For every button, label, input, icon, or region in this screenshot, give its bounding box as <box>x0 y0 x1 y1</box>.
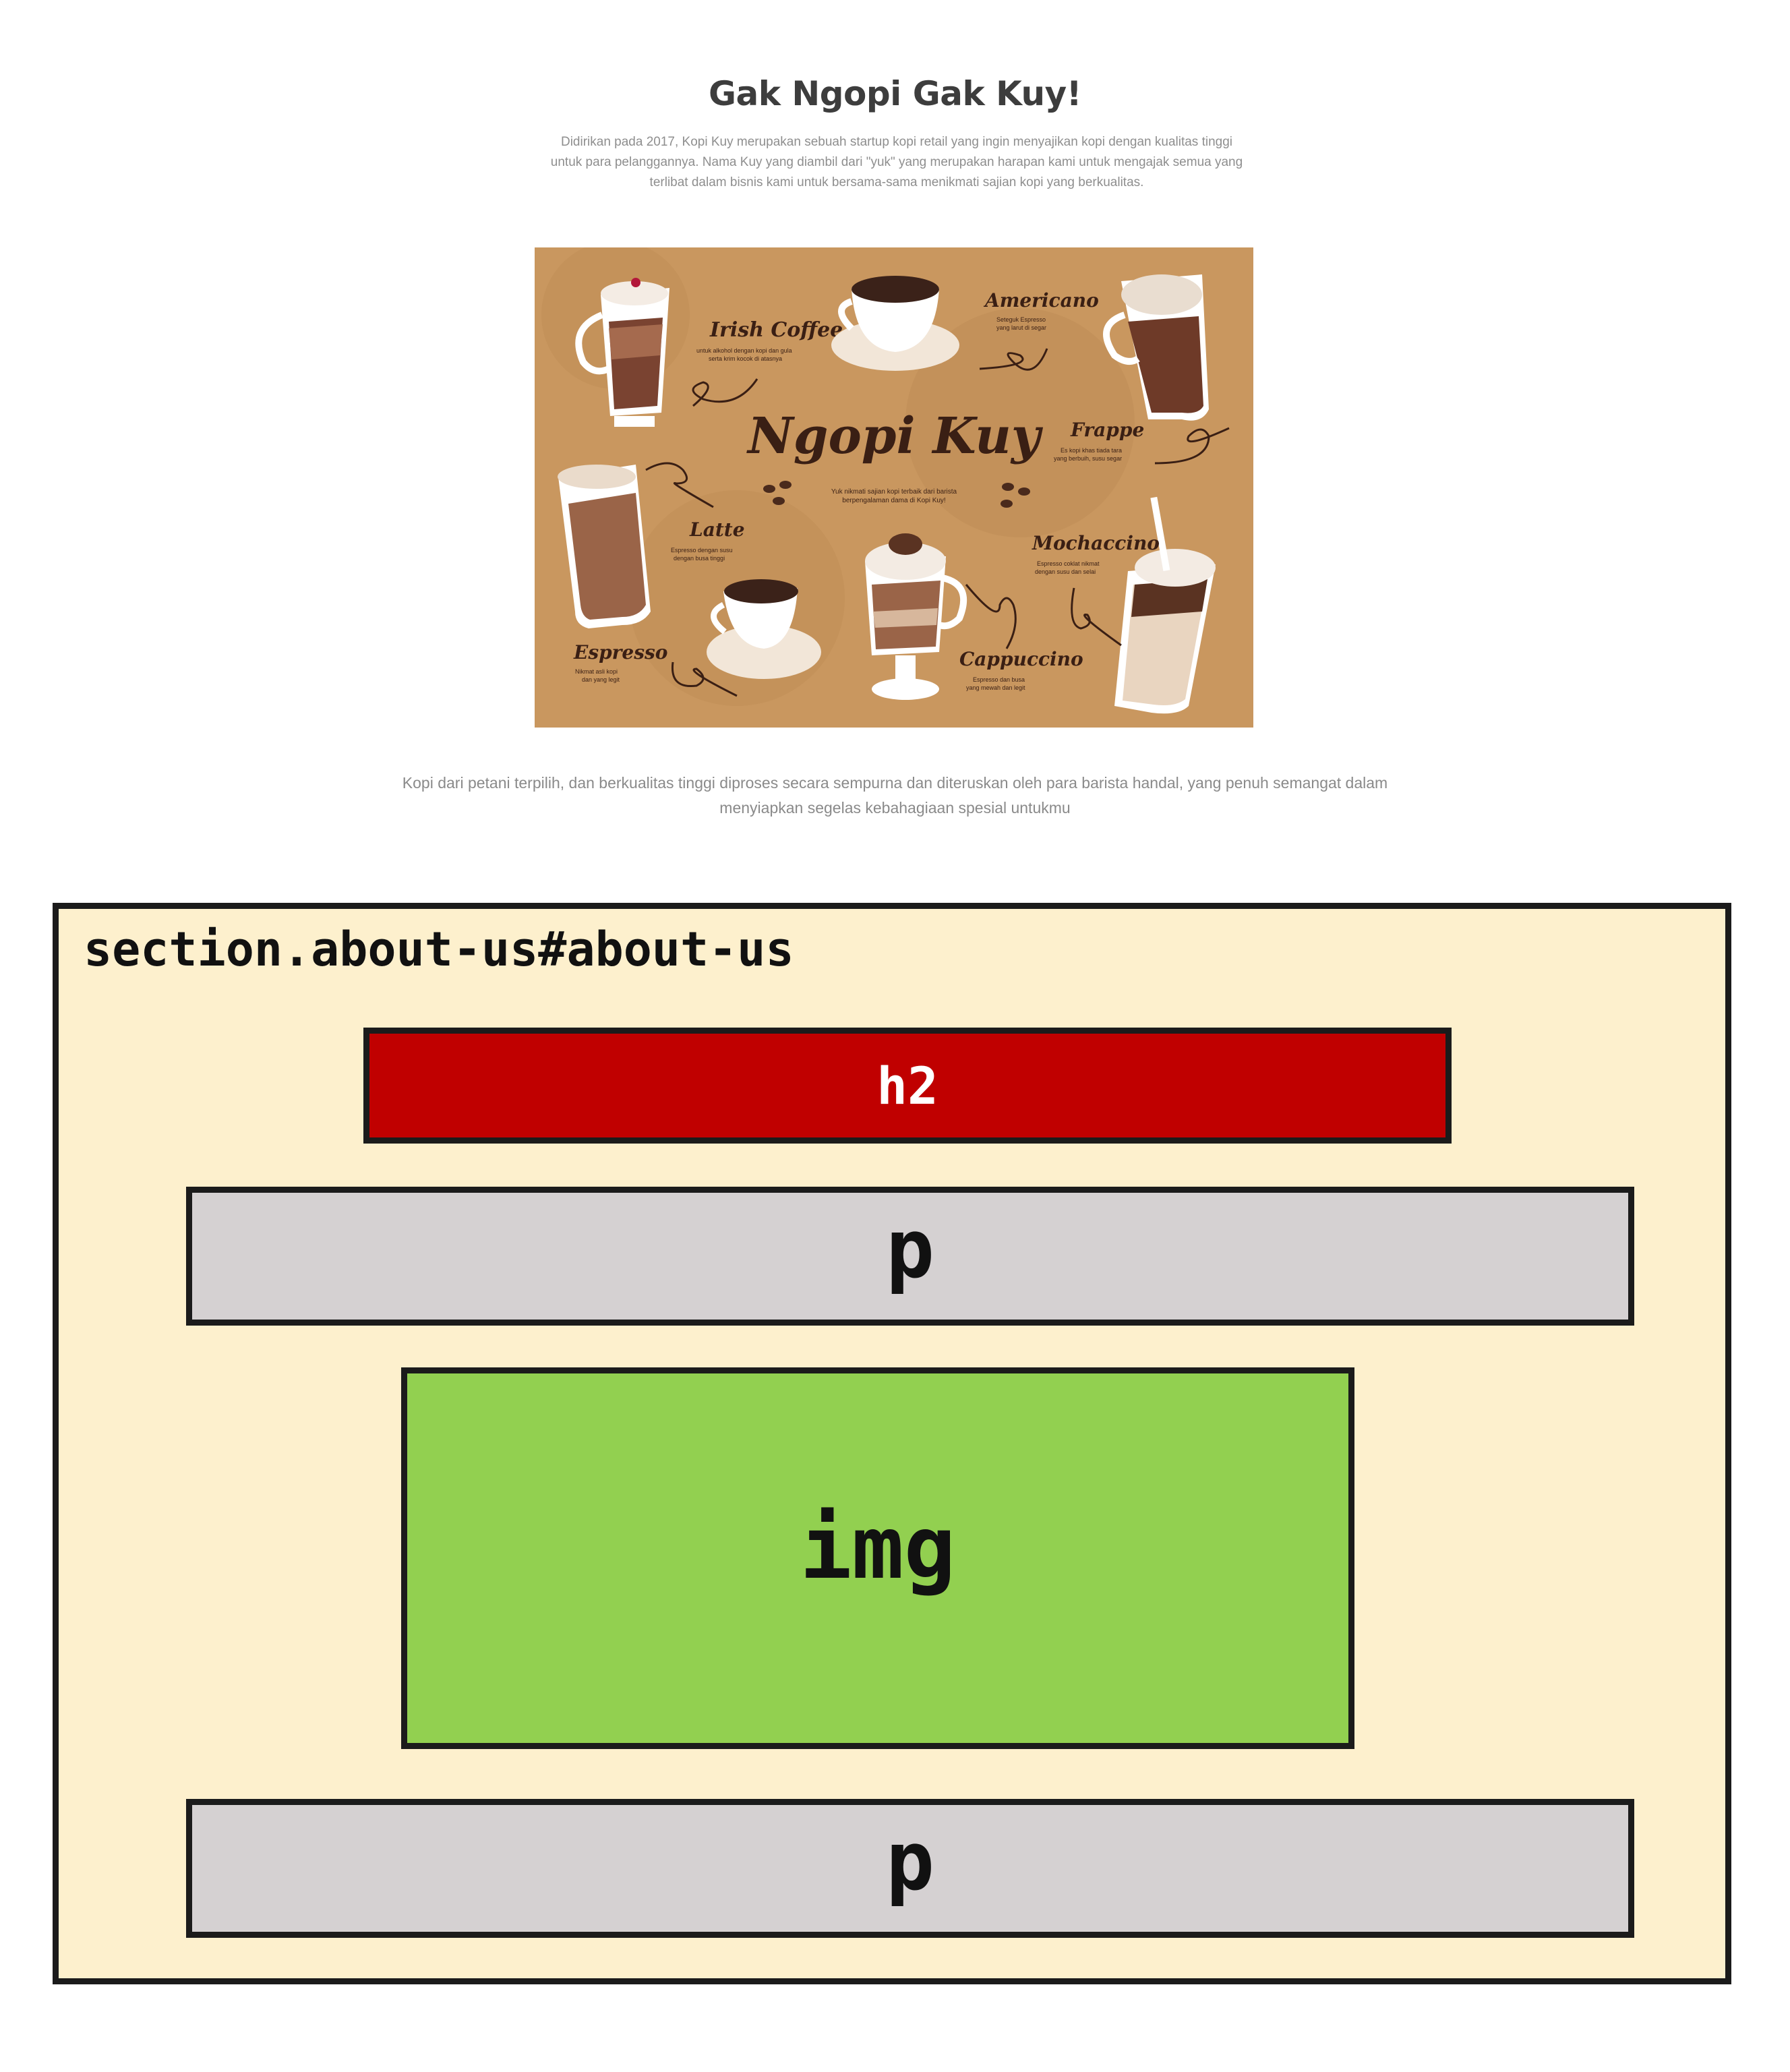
closing-line: Kopi dari petani terpilih, dan berkualit… <box>402 774 1388 792</box>
page-title: Gak Ngopi Gak Kuy! <box>708 74 1082 113</box>
drink-caption: serta krim kocok di atasnya <box>709 355 782 362</box>
intro-line: Didirikan pada 2017, Kopi Kuy merupakan … <box>560 135 1232 149</box>
cappuccino-drawing <box>865 533 967 700</box>
drink-name: Frappe <box>1070 419 1144 441</box>
p-box-intro: p <box>186 1187 1634 1326</box>
intro-line: terlibat dalam bisnis kami untuk bersama… <box>649 175 1144 189</box>
drink-caption: yang mewah dan legit <box>966 684 1025 691</box>
drink-name: Cappuccino <box>959 648 1083 670</box>
drink-caption: Espresso dan busa <box>973 676 1025 683</box>
drink-name: Latte <box>689 519 745 541</box>
section-about-us-diagram: section.about-us#about-us h2 p img p <box>53 903 1731 1984</box>
americano-drawing <box>831 276 959 371</box>
coffee-menu-image: Irish Coffee untuk alkohol dengan kopi d… <box>535 247 1253 728</box>
drink-caption: yang larut di segar <box>996 324 1046 331</box>
drink-name: Espresso <box>573 641 667 663</box>
hero-headline: Ngopi Kuy <box>746 407 1044 465</box>
espresso-drawing <box>707 579 821 679</box>
intro-paragraph: Didirikan pada 2017, Kopi Kuy merupakan … <box>539 132 1254 193</box>
drink-caption: dengan susu dan selai <box>1035 568 1096 575</box>
drink-caption: Es kopi khas tiada tara <box>1061 447 1122 454</box>
drink-caption: Nikmat asli kopi <box>575 668 618 675</box>
website-screenshot: Gak Ngopi Gak Kuy! Didirikan pada 2017, … <box>0 0 1790 850</box>
irish-coffee-drawing <box>575 278 669 427</box>
drink-caption: dan yang legit <box>582 676 620 683</box>
drink-caption: Seteguk Espresso <box>996 316 1046 323</box>
hero-tagline: berpengalaman dama di Kopi Kuy! <box>842 497 945 504</box>
drink-name: Irish Coffee <box>709 318 843 342</box>
drink-name: Americano <box>983 289 1099 312</box>
closing-line: menyiapkan segelas kebahagiaan spesial u… <box>719 799 1071 817</box>
p-box-closing: p <box>186 1799 1634 1938</box>
latte-drawing <box>558 465 651 628</box>
frappe-drawing <box>1103 274 1209 421</box>
drink-caption: yang berbuih, susu segar <box>1054 455 1122 462</box>
h2-box: h2 <box>363 1028 1452 1144</box>
drink-caption: dengan busa tinggi <box>674 555 725 562</box>
mochaccino-drawing <box>1114 496 1216 714</box>
section-label: section.about-us#about-us <box>84 922 794 977</box>
img-box: img <box>401 1367 1354 1749</box>
drink-caption: Espresso coklat nikmat <box>1037 560 1100 567</box>
intro-line: untuk para pelanggannya. Nama Kuy yang d… <box>550 155 1243 169</box>
hero-tagline: Yuk nikmati sajian kopi terbaik dari bar… <box>831 488 957 496</box>
drink-name: Mochaccino <box>1032 532 1160 554</box>
drink-caption: untuk alkohol dengan kopi dan gula <box>696 347 792 354</box>
drink-caption: Espresso dengan susu <box>671 547 733 554</box>
coffee-beans-icon <box>763 481 1030 508</box>
closing-paragraph: Kopi dari petani terpilih, dan berkualit… <box>371 771 1419 821</box>
